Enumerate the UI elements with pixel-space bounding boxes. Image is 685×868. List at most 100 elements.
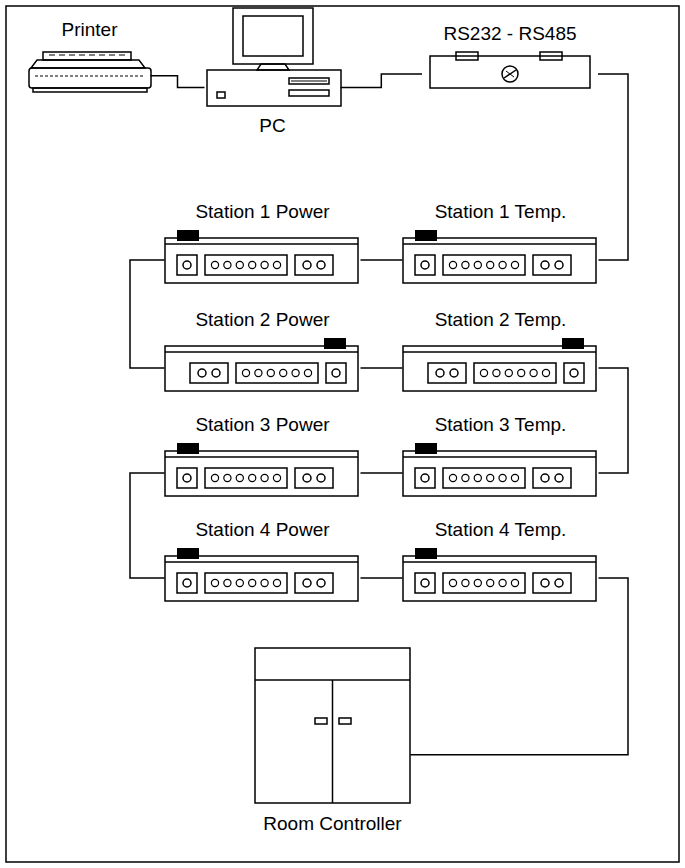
drawing-stroke bbox=[236, 474, 243, 481]
drawing-stroke bbox=[289, 78, 329, 84]
drawing-stroke bbox=[165, 351, 358, 353]
drawing-stroke bbox=[486, 261, 493, 268]
drawing-stroke bbox=[511, 261, 518, 268]
node-label: Station 1 Temp. bbox=[433, 200, 569, 224]
drawing-stroke bbox=[541, 261, 549, 269]
drawing-stroke bbox=[223, 579, 230, 586]
drawing-stroke bbox=[430, 56, 590, 88]
drawing-stroke bbox=[165, 456, 358, 458]
drawing-stroke bbox=[303, 579, 311, 587]
drawing-stroke bbox=[517, 369, 524, 376]
station-module: Station 4 Temp. bbox=[398, 518, 603, 604]
station-module: Station 3 Temp. bbox=[398, 413, 603, 499]
status-display bbox=[324, 338, 346, 349]
drawing-stroke bbox=[541, 474, 549, 482]
drawing-stroke bbox=[273, 579, 280, 586]
drawing-stroke bbox=[295, 573, 333, 593]
drawing-stroke bbox=[248, 579, 255, 586]
drawing-stroke bbox=[403, 238, 596, 283]
drawing-stroke bbox=[190, 363, 228, 383]
drawing-stroke bbox=[165, 556, 358, 601]
drawing-stroke bbox=[331, 680, 333, 803]
drawing-stroke bbox=[504, 70, 516, 78]
drawing-stroke bbox=[403, 451, 596, 496]
drawing-stroke bbox=[205, 255, 287, 275]
drawing-stroke bbox=[165, 561, 358, 563]
drawing-stroke bbox=[279, 369, 286, 376]
drawing-stroke bbox=[79, 55, 85, 56]
drawing-stroke bbox=[223, 261, 230, 268]
station-module: Station 3 Power bbox=[160, 413, 365, 499]
station-device bbox=[403, 338, 596, 391]
device-picture bbox=[401, 228, 601, 286]
serial-cable bbox=[411, 578, 629, 755]
drawing-stroke bbox=[177, 255, 197, 275]
drawing-stroke bbox=[267, 369, 274, 376]
serial-cable bbox=[341, 74, 423, 88]
serial-cable bbox=[361, 367, 403, 369]
drawing-stroke bbox=[461, 579, 468, 586]
drawing-stroke bbox=[303, 474, 311, 482]
drawing-stroke bbox=[474, 363, 556, 383]
status-display bbox=[562, 338, 584, 349]
drawing-stroke bbox=[541, 579, 549, 587]
drawing-stroke bbox=[502, 66, 518, 82]
device-node: RS232 - RS485 bbox=[412, 22, 608, 90]
drawing-stroke bbox=[555, 579, 563, 587]
drawing-stroke bbox=[317, 474, 325, 482]
drawing-stroke bbox=[443, 468, 525, 488]
drawing-stroke bbox=[499, 261, 506, 268]
station-module: Station 2 Temp. bbox=[398, 308, 603, 394]
drawing-stroke bbox=[486, 579, 493, 586]
station-device bbox=[403, 230, 596, 283]
serial-cable bbox=[130, 473, 165, 578]
drawing-stroke bbox=[415, 573, 435, 593]
drawing-stroke bbox=[449, 261, 456, 268]
drawing-stroke bbox=[317, 261, 325, 269]
drawing-stroke bbox=[533, 573, 571, 593]
drawing-stroke bbox=[119, 55, 125, 56]
drawing-stroke bbox=[499, 579, 506, 586]
drawing-stroke bbox=[292, 369, 299, 376]
drawing-stroke bbox=[59, 55, 65, 56]
drawing-stroke bbox=[492, 369, 499, 376]
drawing-stroke bbox=[211, 579, 218, 586]
device-picture bbox=[163, 228, 363, 286]
status-display bbox=[177, 443, 199, 454]
drawing-stroke bbox=[273, 474, 280, 481]
drawing-stroke bbox=[257, 64, 289, 70]
drawing-stroke bbox=[304, 369, 311, 376]
drawing-stroke bbox=[183, 579, 191, 587]
drawing-stroke bbox=[165, 243, 358, 245]
node-label: Station 4 Power bbox=[193, 518, 331, 542]
device-node: PC bbox=[200, 6, 345, 138]
node-label: Station 2 Temp. bbox=[433, 308, 569, 332]
drawing-stroke bbox=[542, 369, 549, 376]
device-node: Room Controller bbox=[250, 646, 415, 836]
drawing-stroke bbox=[403, 456, 596, 458]
drawing-stroke bbox=[474, 474, 481, 481]
device-picture bbox=[401, 336, 601, 394]
converter-symbol bbox=[430, 52, 590, 88]
drawing-stroke bbox=[506, 71, 514, 77]
drawing-stroke bbox=[31, 60, 145, 68]
drawing-stroke bbox=[474, 261, 481, 268]
status-display bbox=[415, 230, 437, 241]
serial-cable bbox=[361, 577, 403, 579]
node-label: Station 1 Power bbox=[193, 200, 331, 224]
drawing-stroke bbox=[555, 261, 563, 269]
station-device bbox=[403, 443, 596, 496]
drawing-stroke bbox=[165, 346, 358, 391]
drawing-stroke bbox=[165, 238, 358, 283]
serial-cable bbox=[361, 259, 403, 261]
station-device bbox=[403, 548, 596, 601]
node-label: Station 3 Temp. bbox=[433, 413, 569, 437]
drawing-stroke bbox=[403, 561, 596, 563]
drawing-stroke bbox=[33, 88, 147, 92]
drawing-stroke bbox=[273, 261, 280, 268]
drawing-stroke bbox=[480, 369, 487, 376]
station-module: Station 2 Power bbox=[160, 308, 365, 394]
node-label: RS232 - RS485 bbox=[441, 22, 578, 46]
drawing-stroke bbox=[533, 255, 571, 275]
